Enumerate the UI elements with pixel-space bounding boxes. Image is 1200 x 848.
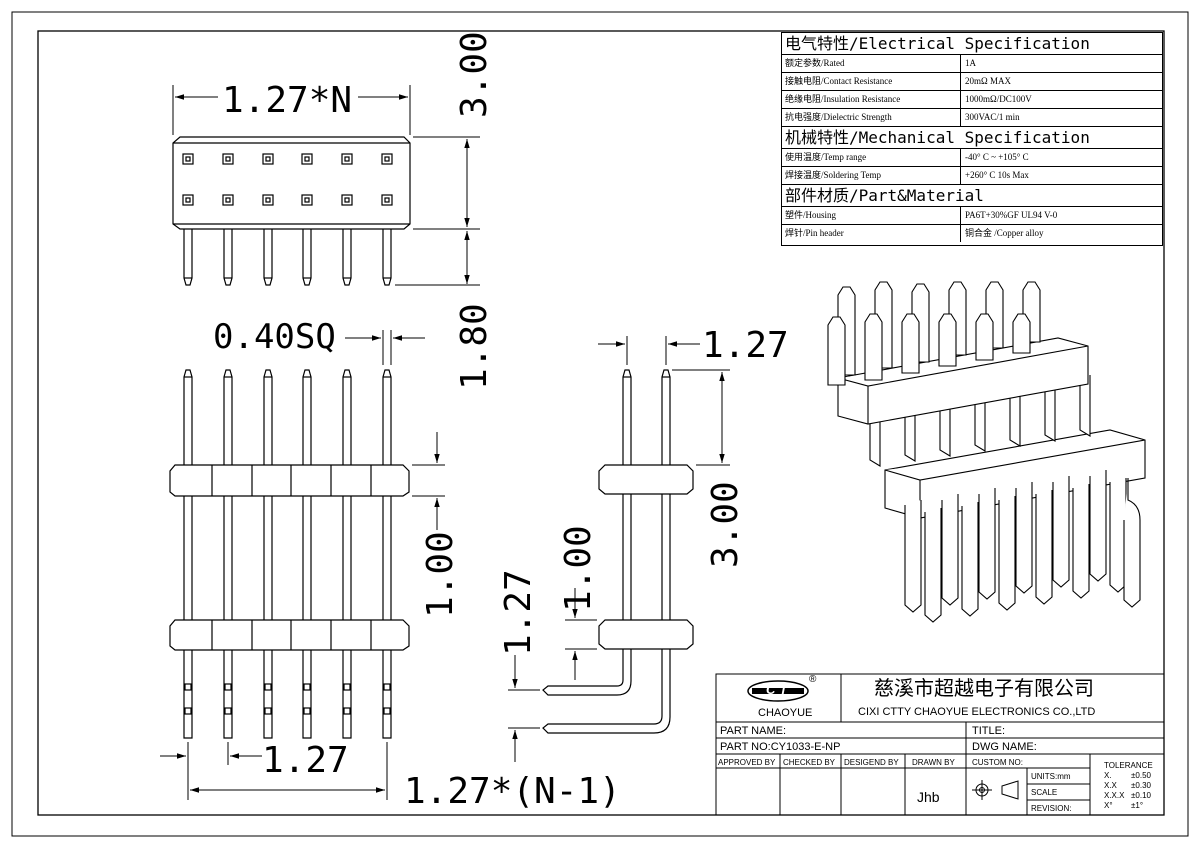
units: UNITS:mm (1031, 772, 1071, 781)
spec-row: 焊接温度/Soldering Temp +260° C 10s Max (782, 167, 1162, 185)
spec-value: PA6T+30%GF UL94 V-0 (960, 207, 1163, 224)
dim-side-pitch (598, 336, 700, 365)
spec-value: 1000mΩ/DC100V (960, 91, 1163, 108)
checked-by: CHECKED BY (783, 758, 836, 767)
side-view (542, 369, 694, 734)
dim-side-spacer-label: 1.00 (558, 525, 599, 612)
title-block (715, 673, 1165, 816)
dim-bottom-pitch-label: 1.27 (262, 740, 349, 781)
tolerance-key: X.X (1104, 781, 1117, 790)
spec-value: +260° C 10s Max (960, 167, 1163, 184)
scale: SCALE (1031, 788, 1058, 797)
spec-row: 焊针/Pin header 铜合金 /Copper alloy (782, 225, 1162, 243)
top-view (172, 136, 411, 286)
logo-letters: CT (766, 682, 792, 697)
custom-no: CUSTOM NO: (972, 758, 1023, 767)
title-label: TITLE: (972, 725, 1006, 737)
logo-name: CHAOYUE (758, 707, 813, 719)
outer-border (11, 11, 1189, 837)
registered-mark: ® (809, 674, 817, 685)
spec-row: 额定参数/Rated 1A (782, 55, 1162, 73)
mechanical-title: 机械特性/Mechanical Specification (782, 127, 1162, 149)
front-view (169, 369, 410, 739)
tolerance-value: ±0.50 (1131, 771, 1151, 780)
inner-border (37, 30, 1165, 816)
dim-side-pitch-label: 1.27 (702, 325, 789, 366)
tolerance-key: X. (1104, 771, 1112, 780)
logo-mark (747, 680, 809, 702)
part-name-label: PART NAME: (720, 725, 787, 737)
material-title: 部件材质/Part&Material (782, 185, 1162, 207)
dim-side-pitch-vertical (508, 655, 540, 762)
dim-front-spacer-label: 1.00 (420, 531, 461, 618)
spec-label: 额定参数/Rated (785, 58, 845, 68)
spec-label: 塑件/Housing (785, 210, 837, 220)
spec-value: 铜合金 /Copper alloy (960, 225, 1163, 242)
spec-value: -40° C ~ +105° C (960, 149, 1163, 166)
dim-height-top-label: 3.00 (454, 31, 495, 118)
spec-value: 300VAC/1 min (960, 109, 1163, 126)
dim-bottom-total (190, 742, 388, 800)
dim-bottom-total-label: 1.27*(N-1) (404, 771, 621, 812)
spec-label: 接触电阻/Contact Resistance (785, 76, 893, 86)
dim-bottom-pitch (160, 742, 262, 800)
tolerance-key: X° (1104, 801, 1113, 810)
drawn-by-value: Jhb (917, 789, 940, 805)
dim-width-n (172, 85, 411, 135)
dim-height-top (395, 136, 480, 286)
dim-side-height-label: 3.00 (705, 481, 746, 568)
spec-value: 1A (960, 55, 1163, 72)
spec-row: 抗电强度/Dielectric Strength 300VAC/1 min (782, 109, 1162, 127)
isometric-view (827, 281, 1146, 623)
designed-by: DESIGEND BY (844, 758, 899, 767)
spec-label: 抗电强度/Dielectric Strength (785, 112, 892, 122)
dim-pin-square (345, 330, 425, 365)
spec-label: 绝缘电阻/Insulation Resistance (785, 94, 901, 104)
electrical-title: 电气特性/Electrical Specification (782, 33, 1162, 55)
dim-width-n-label: 1.27*N (222, 80, 352, 121)
spec-row: 绝缘电阻/Insulation Resistance 1000mΩ/DC100V (782, 91, 1162, 109)
dim-front-spacer (412, 432, 445, 530)
spec-row: 使用温度/Temp range -40° C ~ +105° C (782, 149, 1162, 167)
spec-value: 20mΩ MAX (960, 73, 1163, 90)
dim-side-spacer (565, 588, 597, 680)
spec-label: 使用温度/Temp range (785, 152, 867, 162)
company-en: CIXI CTTY CHAOYUE ELECTRONICS CO.,LTD (858, 706, 1096, 718)
tolerance-title: TOLERANCE (1104, 761, 1153, 770)
revision: REVISION: (1031, 804, 1072, 813)
spec-row: 接触电阻/Contact Resistance 20mΩ MAX (782, 73, 1162, 91)
tolerance-key: X.X.X (1104, 791, 1125, 800)
spec-row: 塑件/Housing PA6T+30%GF UL94 V-0 (782, 207, 1162, 225)
tolerance-value: ±1° (1131, 801, 1144, 810)
spec-label: 焊针/Pin header (785, 228, 844, 238)
approved-by: APPROVED BY (718, 758, 776, 767)
spec-table: 电气特性/Electrical Specification 额定参数/Rated… (781, 32, 1163, 246)
dim-pin-tail-label: 1.80 (454, 303, 495, 390)
tolerance-value: ±0.10 (1131, 791, 1151, 800)
drawn-by: DRAWN BY (912, 758, 955, 767)
part-no-label: PART NO:CY1033-E-NP (720, 741, 841, 753)
company-cn: 慈溪市超越电子有限公司 (874, 678, 1094, 700)
dim-pin-square-label: 0.40SQ (213, 317, 336, 357)
dim-side-height (672, 369, 730, 466)
dwg-name-label: DWG NAME: (972, 741, 1037, 753)
tolerance-value: ±0.30 (1131, 781, 1151, 790)
dim-side-pitch-vertical-label: 1.27 (498, 569, 539, 656)
spec-label: 焊接温度/Soldering Temp (785, 170, 881, 180)
